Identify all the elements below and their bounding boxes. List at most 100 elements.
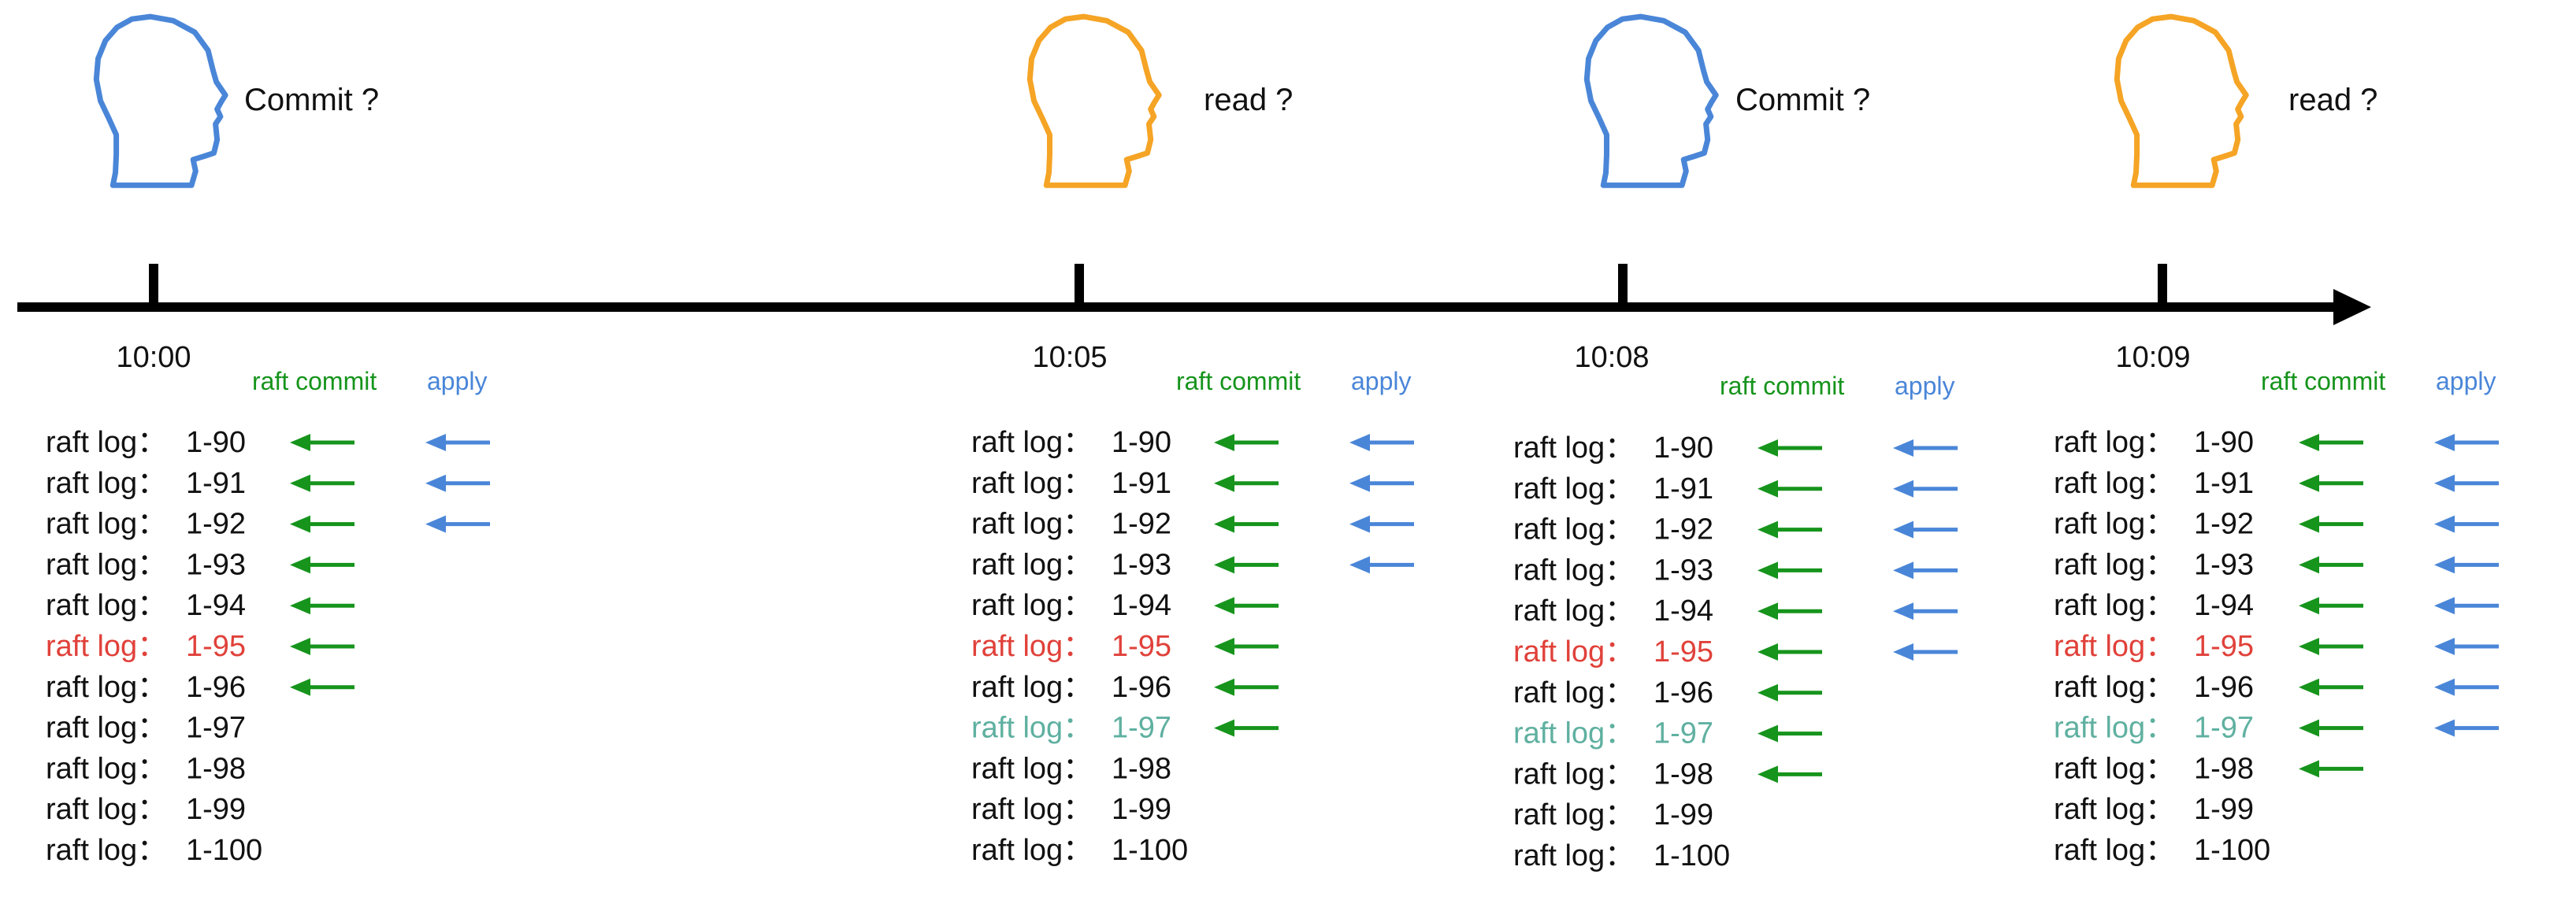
log-range: 1-94	[1112, 589, 1171, 622]
log-prefix: raft log：	[2054, 793, 2175, 826]
log-range: 1-95	[1112, 630, 1171, 663]
log-range: 1-100	[2194, 834, 2270, 867]
commit-arrow-icon	[1214, 678, 1279, 696]
log-range: 1-92	[1112, 508, 1171, 541]
log-prefix: raft log：	[971, 589, 1093, 622]
actor-action-label: Commit ?	[1735, 83, 1870, 117]
log-range: 1-96	[1112, 671, 1171, 704]
log-prefix: raft log：	[1513, 717, 1635, 750]
log-entry: raft log：1-100	[1513, 839, 1730, 872]
log-prefix: raft log：	[1513, 554, 1635, 587]
log-prefix: raft log：	[2054, 508, 2175, 541]
log-entry: raft log：1-100	[2054, 834, 2270, 867]
log-entry: raft log：1-99	[1513, 798, 1713, 831]
log-range: 1-98	[186, 752, 246, 785]
log-range: 1-99	[1112, 793, 1171, 826]
log-entry: raft log：1-95	[46, 630, 354, 663]
log-range: 1-91	[1112, 467, 1171, 500]
apply-header: apply	[1351, 367, 1412, 395]
commit-arrow-icon	[1214, 719, 1279, 737]
apply-arrow-icon	[1893, 439, 1958, 457]
log-entry: raft log：1-96	[971, 671, 1279, 704]
log-entry: raft log：1-98	[971, 752, 1171, 785]
commit-arrow-icon	[1758, 480, 1822, 498]
log-prefix: raft log：	[2054, 671, 2175, 704]
time-label: 10:00	[116, 341, 191, 374]
apply-arrow-icon	[1893, 520, 1958, 539]
apply-arrow-icon	[2434, 434, 2499, 451]
log-range: 1-96	[2194, 671, 2254, 704]
head-icon	[1026, 13, 1162, 188]
log-prefix: raft log：	[971, 834, 1093, 867]
raft-commit-header: raft commit	[2261, 367, 2385, 395]
apply-arrow-icon	[2434, 638, 2499, 655]
log-entry: raft log： 1-94	[971, 589, 1279, 622]
commit-arrow-icon	[2299, 474, 2363, 492]
log-prefix: raft log：	[46, 467, 167, 500]
log-range: 1-97	[2194, 712, 2254, 745]
log-entry: raft log：1-94	[1513, 594, 1958, 628]
log-entry: raft log：1-91	[1513, 472, 1958, 506]
commit-arrow-icon	[1214, 515, 1279, 533]
apply-arrow-icon	[2434, 719, 2499, 737]
log-prefix: raft log：	[1513, 798, 1635, 831]
commit-arrow-icon	[1214, 434, 1279, 451]
log-range: 1-94	[2194, 589, 2254, 622]
log-range: 1-96	[186, 671, 246, 704]
log-prefix: raft log：	[1513, 757, 1635, 791]
apply-arrow-icon	[1349, 515, 1414, 533]
apply-arrow-icon	[2434, 515, 2499, 533]
apply-header: apply	[2436, 367, 2496, 395]
log-range: 1-90	[186, 426, 246, 459]
commit-arrow-icon	[2299, 678, 2363, 696]
log-prefix: raft log：	[46, 793, 167, 826]
time-label: 10:09	[2115, 341, 2190, 374]
log-prefix: raft log：	[2054, 712, 2175, 745]
log-entry: raft log：1-98	[1513, 757, 1822, 791]
log-prefix: raft log：	[46, 712, 167, 745]
commit-arrow-icon	[1214, 474, 1279, 492]
apply-arrow-icon	[1349, 434, 1414, 451]
apply-arrow-icon	[1893, 602, 1958, 620]
log-entry: raft log：1-98	[46, 752, 246, 785]
head-icon	[2114, 13, 2249, 188]
log-range: 1-91	[186, 467, 246, 500]
log-prefix: raft log：	[2054, 467, 2175, 500]
apply-arrow-icon	[425, 474, 490, 492]
apply-arrow-icon	[2434, 678, 2499, 696]
log-range: 1-92	[186, 508, 246, 541]
log-range: 1-91	[2194, 467, 2254, 500]
log-entry: raft log：1-98	[2054, 752, 2363, 785]
apply-arrow-icon	[425, 434, 490, 451]
log-range: 1-93	[186, 548, 246, 581]
log-range: 1-94	[186, 589, 246, 622]
actor-action-label: read ?	[1204, 83, 1293, 117]
log-entry: raft log：1-93	[46, 548, 354, 581]
commit-arrow-icon	[2299, 556, 2363, 574]
commit-arrow-icon	[1758, 643, 1822, 661]
log-range: 1-95	[186, 630, 246, 663]
timeline-arrowhead	[2333, 289, 2371, 325]
log-entry: raft log：1-99	[46, 793, 246, 826]
log-prefix: raft log：	[1513, 676, 1635, 709]
log-prefix: raft log：	[1513, 635, 1635, 669]
commit-arrow-icon	[2299, 638, 2363, 655]
log-entry: raft log：1-100	[971, 834, 1188, 867]
log-entry: raft log：1-95	[971, 630, 1279, 663]
log-range: 1-100	[186, 834, 262, 867]
log-prefix: raft log：	[46, 834, 167, 867]
log-entry: raft log：1-99	[2054, 793, 2254, 826]
log-entry: raft log： 1-96	[2054, 671, 2499, 704]
log-prefix: raft log：	[1513, 431, 1635, 465]
head-icon	[1583, 13, 1719, 188]
log-prefix: raft log：	[46, 671, 167, 704]
log-entry: raft log： 1-97	[2054, 712, 2499, 745]
log-prefix: raft log：	[46, 508, 167, 541]
commit-arrow-icon	[1214, 597, 1279, 615]
log-entry: raft log：1-93	[971, 548, 1414, 581]
